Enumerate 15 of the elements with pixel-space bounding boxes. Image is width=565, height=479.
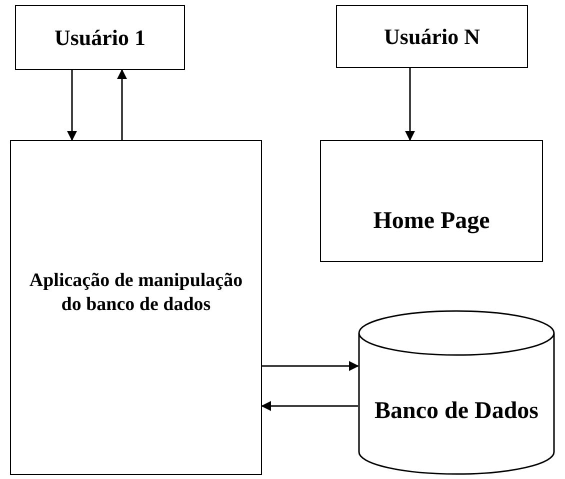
database-cylinder [358, 310, 555, 475]
home-page-box [320, 140, 543, 262]
node-label: Banco de Dados [374, 396, 539, 426]
arrow [67, 70, 77, 141]
node-label: Aplicação de manipulação do banco de dados [29, 268, 243, 316]
arrow [262, 361, 359, 371]
user-box [336, 5, 528, 68]
application-box [10, 140, 262, 475]
user-box [15, 5, 185, 70]
arrow [405, 68, 415, 141]
arrow [117, 69, 127, 140]
node-label: Usuário N [384, 22, 480, 50]
arrow [261, 401, 358, 411]
node-label: Usuário 1 [54, 24, 146, 52]
node-label: Home Page [373, 207, 490, 236]
